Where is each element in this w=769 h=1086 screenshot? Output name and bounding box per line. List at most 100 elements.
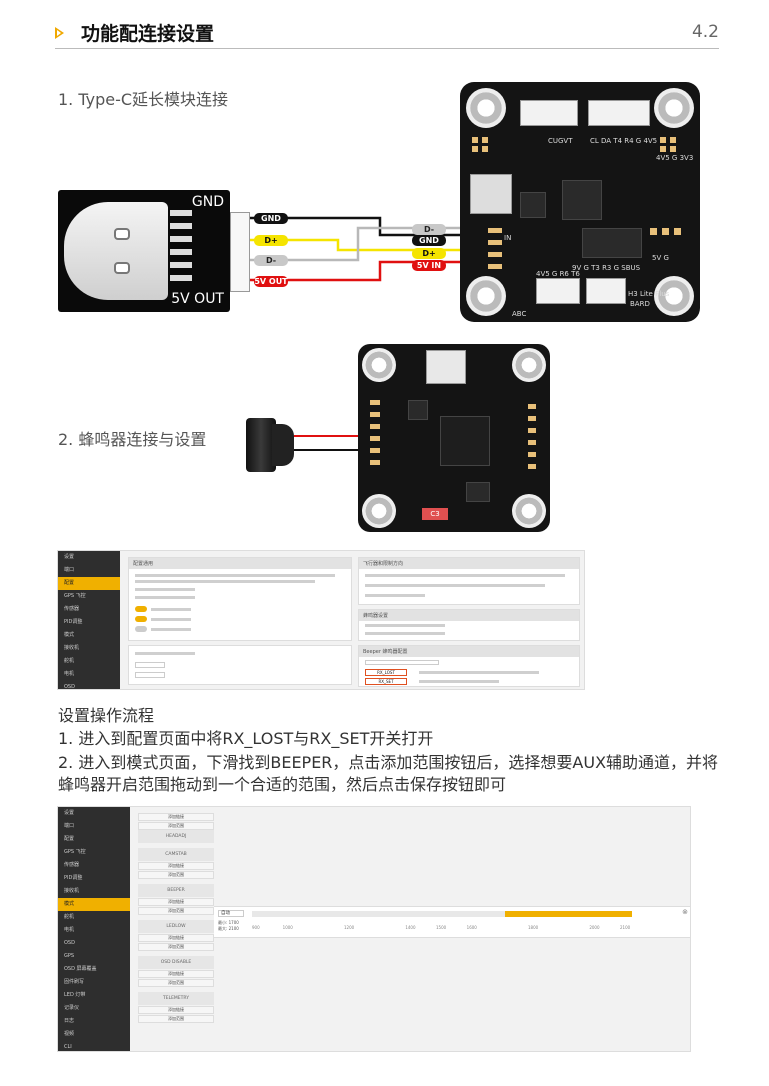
typec-extension-module: GND 5V OUT bbox=[58, 190, 230, 312]
mount-hole bbox=[362, 494, 396, 528]
sidebar-item[interactable]: 传感器 bbox=[64, 606, 80, 612]
process-title: 设置操作流程 bbox=[58, 706, 155, 725]
mode-name: TELEMETRY bbox=[138, 992, 214, 1005]
sidebar-item[interactable]: 电机 bbox=[64, 671, 75, 677]
wire-tag-5v-out: 5V OUT bbox=[254, 276, 288, 287]
add-link-button[interactable]: 添加链接 bbox=[138, 934, 214, 942]
sidebar-item[interactable]: GPS bbox=[64, 953, 75, 959]
add-link-button[interactable]: 添加链接 bbox=[138, 970, 214, 978]
page-number: 4.2 bbox=[691, 22, 719, 42]
mount-hole bbox=[466, 88, 506, 128]
header-divider bbox=[55, 48, 719, 49]
toggle-on[interactable] bbox=[135, 606, 147, 612]
sidebar-item[interactable]: 设置 bbox=[64, 554, 75, 560]
sidebar-item[interactable]: OSD 屏幕覆盖 bbox=[64, 966, 97, 972]
add-link-button[interactable]: 添加链接 bbox=[138, 1006, 214, 1014]
rx-set-toggle[interactable]: RX_SET bbox=[365, 678, 407, 685]
add-range-button[interactable]: 添加范围 bbox=[138, 943, 214, 951]
sidebar-item[interactable]: GPS 飞控 bbox=[64, 593, 86, 599]
sidebar-item[interactable]: 传感器 bbox=[64, 862, 80, 868]
silk-in-label: IN bbox=[504, 234, 512, 242]
sidebar-item[interactable]: GPS 飞控 bbox=[64, 849, 86, 855]
add-range-button[interactable]: 添加范围 bbox=[138, 871, 214, 879]
silk-bottom-label: 4V5 G R6 T6 bbox=[536, 270, 580, 278]
sidebar-item[interactable]: 端口 bbox=[64, 823, 75, 829]
toggle-on[interactable] bbox=[135, 616, 147, 622]
silk-lv-label: 5V G bbox=[652, 254, 669, 262]
sidebar-item[interactable]: 记录仪 bbox=[64, 1005, 80, 1011]
sidebar-item[interactable]: 模式 bbox=[64, 632, 75, 638]
module-connector bbox=[230, 212, 250, 292]
section-typec-title: 1. Type-C延长模块连接 bbox=[58, 90, 229, 109]
sidebar-item[interactable]: PID调整 bbox=[64, 619, 83, 625]
usb-connector bbox=[426, 350, 466, 384]
sidebar-item[interactable]: 配置 bbox=[58, 577, 120, 590]
add-range-button[interactable]: 添加范围 bbox=[138, 979, 214, 987]
jst-connector bbox=[536, 278, 580, 304]
silk-abc-label: ABC bbox=[512, 310, 527, 318]
sidebar-item[interactable]: 端口 bbox=[64, 567, 75, 573]
flight-controller-board-2: C3 bbox=[358, 344, 550, 532]
section-buzzer-title: 2. 蜂鸣器连接与设置 bbox=[58, 430, 207, 449]
range-track[interactable] bbox=[252, 911, 632, 917]
scale-tick-label: 1400 bbox=[405, 925, 416, 930]
toggle-off[interactable] bbox=[135, 626, 147, 632]
sidebar-item[interactable]: OSD bbox=[64, 684, 75, 690]
sidebar-item[interactable]: 电机 bbox=[64, 927, 75, 933]
mount-hole bbox=[466, 276, 506, 316]
rx-lost-toggle[interactable]: RX_LOST bbox=[365, 669, 407, 676]
config-general-box: 配置通用 bbox=[128, 557, 352, 641]
aux-select[interactable]: 自动 bbox=[218, 910, 244, 917]
process-step-2: 2. 进入到模式页面，下滑找到BEEPER，点击添加范围按钮后，选择想要AUX辅… bbox=[58, 753, 719, 794]
sidebar-item[interactable]: OSD bbox=[64, 940, 75, 946]
module-5v-out-label: 5V OUT bbox=[171, 291, 224, 307]
add-range-button[interactable]: 添加范围 bbox=[138, 822, 214, 830]
silk-top2-label: CL DA T4 R4 G 4V5 bbox=[590, 137, 658, 145]
wire-tag-right-gnd: GND bbox=[412, 235, 446, 246]
buzzer-settings-box: 蜂鸣器设置 bbox=[358, 609, 580, 641]
add-range-button[interactable]: 添加范围 bbox=[138, 1015, 214, 1023]
wire-tag-right-dplus: D+ bbox=[412, 248, 446, 259]
sidebar-item[interactable]: CLI bbox=[64, 1044, 72, 1050]
page-header: 功能配连接设置 4.2 bbox=[55, 18, 719, 50]
sidebar-item[interactable]: 日志 bbox=[64, 1018, 75, 1024]
sidebar-item[interactable]: 舵机 bbox=[64, 914, 75, 920]
wire-tag-right-dminus: D- bbox=[412, 224, 446, 235]
mount-hole bbox=[362, 348, 396, 382]
delete-range-icon[interactable]: ⊗ bbox=[682, 908, 688, 916]
range-fill[interactable] bbox=[505, 911, 632, 917]
scale-tick-label: 2000 bbox=[589, 925, 600, 930]
wire-tag-dminus: D- bbox=[254, 255, 288, 266]
sidebar-item[interactable]: 固件刷写 bbox=[64, 979, 85, 985]
sidebar-item[interactable]: 舵机 bbox=[64, 658, 75, 664]
sidebar-item[interactable]: 接收机 bbox=[64, 645, 80, 651]
modes-sidebar: 设置端口配置 GPS 飞控传感器 PID调整接收机模式舵机电机 OSD GPS OSD 屏… bbox=[58, 807, 130, 1051]
add-link-button[interactable]: 添加链接 bbox=[138, 898, 214, 906]
add-link-button[interactable]: 添加链接 bbox=[138, 813, 214, 821]
buzzer bbox=[246, 418, 298, 472]
wire-tag-gnd: GND bbox=[254, 213, 288, 224]
scale-tick-label: 2100 bbox=[620, 925, 631, 930]
jst-connector bbox=[588, 100, 650, 126]
sidebar-item[interactable]: PID调整 bbox=[64, 875, 83, 881]
silk-boot-label: BARD bbox=[630, 300, 650, 308]
sidebar-item[interactable]: 设置 bbox=[64, 810, 75, 816]
sidebar-item[interactable]: 接收机 bbox=[64, 888, 80, 894]
sidebar-item[interactable]: 模式 bbox=[58, 898, 130, 911]
sidebar-item[interactable]: LED 灯带 bbox=[64, 992, 86, 998]
sidebar-item[interactable]: 视频 bbox=[64, 1031, 75, 1037]
scale-tick-label: 1800 bbox=[528, 925, 539, 930]
module-gnd-label: GND bbox=[191, 194, 224, 210]
triangle-bullet-icon bbox=[55, 27, 64, 39]
config-name-box bbox=[128, 645, 352, 685]
add-range-button[interactable]: 添加范围 bbox=[138, 907, 214, 915]
scale-tick-label: 1200 bbox=[344, 925, 355, 930]
mount-hole bbox=[654, 88, 694, 128]
add-link-button[interactable]: 添加链接 bbox=[138, 862, 214, 870]
sidebar-item[interactable]: 配置 bbox=[64, 836, 75, 842]
mode-name: CAMSTAB bbox=[138, 848, 214, 861]
